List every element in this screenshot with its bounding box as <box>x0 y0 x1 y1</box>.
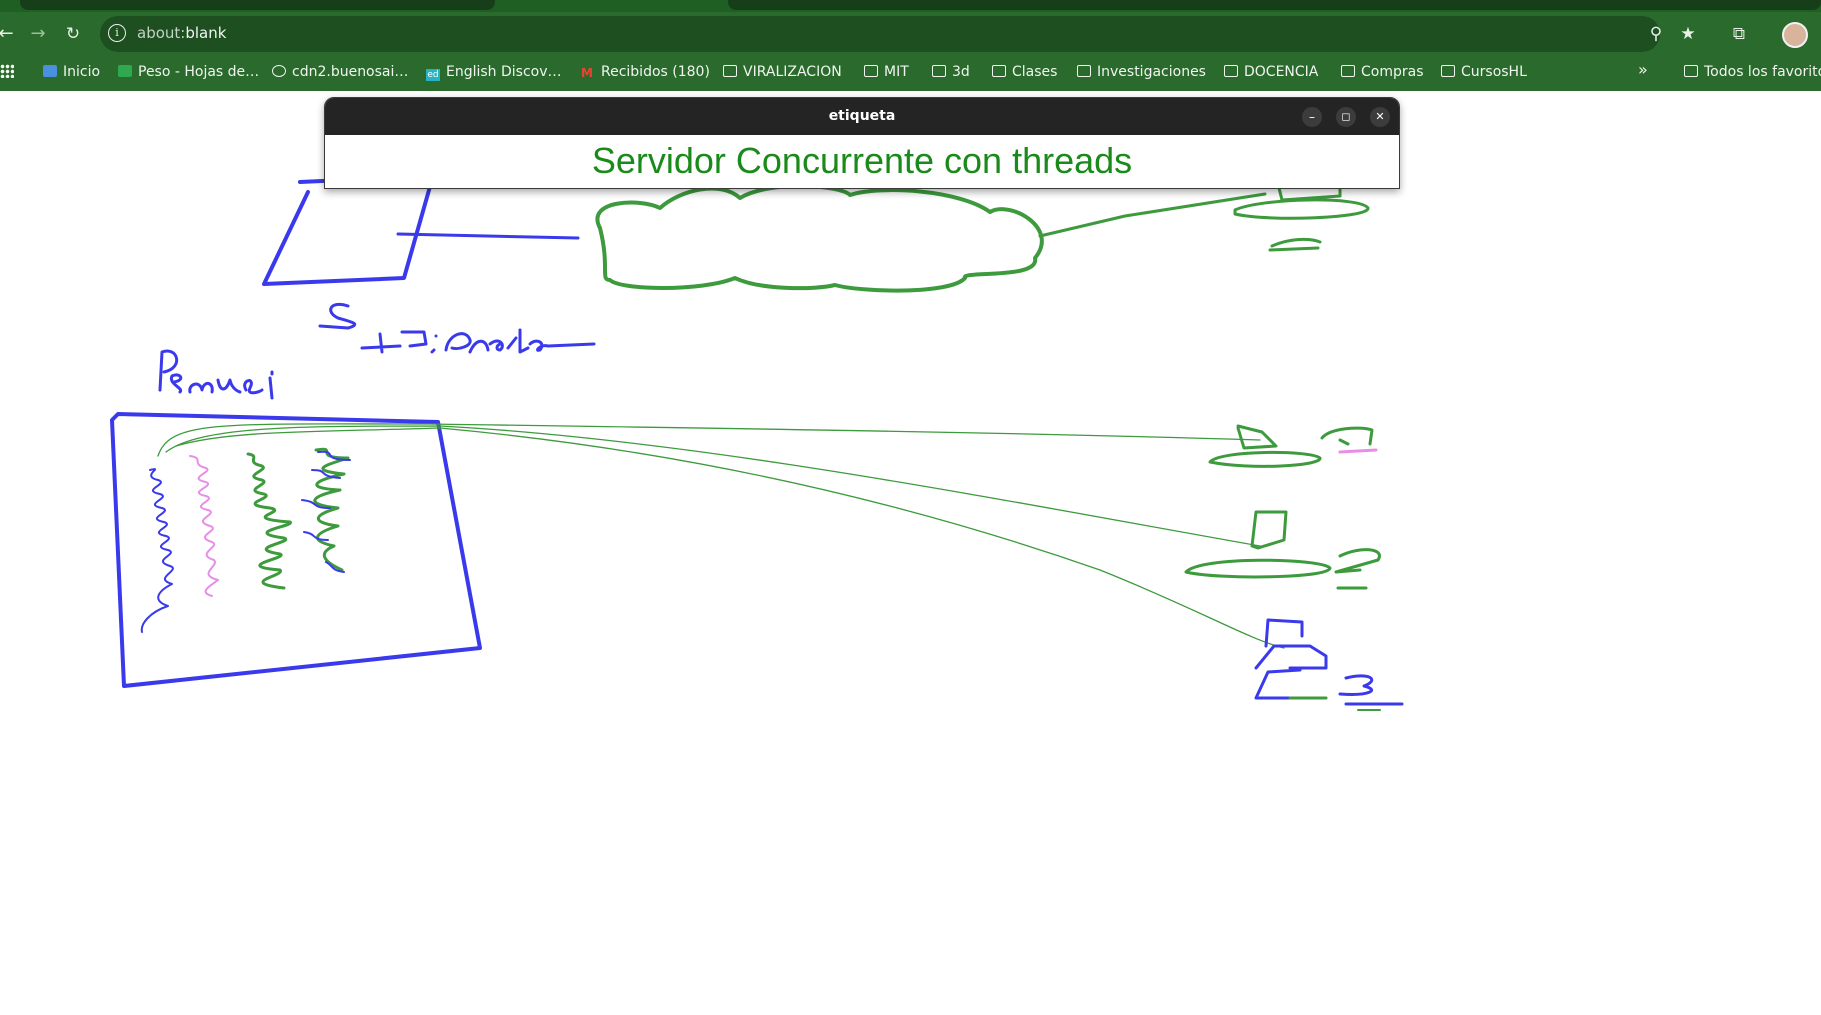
bookmark-cdn2[interactable]: cdn2.buenosai… <box>272 62 408 82</box>
server-box <box>262 174 435 286</box>
client-number-3 <box>1338 674 1374 696</box>
folder-icon <box>1441 65 1455 77</box>
folder-icon <box>1684 65 1698 77</box>
arrow-right-icon[interactable]: → <box>30 23 46 44</box>
globe-icon <box>272 65 286 77</box>
popup-title: etiqueta <box>828 108 896 124</box>
bookmark-label: Compras <box>1361 64 1424 80</box>
network-cloud <box>595 184 1044 293</box>
puzzle-icon[interactable]: ⧉ <box>1732 24 1746 44</box>
address-bar[interactable] <box>100 16 1660 52</box>
popup-window: etiqueta – ◻ ✕ Servidor Concurrente con … <box>324 97 1400 189</box>
bookmark-recibidos[interactable]: M Recibidos (180) <box>581 62 710 82</box>
minimize-button[interactable]: – <box>1302 107 1322 127</box>
bookmarks-bar <box>0 56 1821 91</box>
bookmark-label: Peso - Hojas de… <box>138 64 260 80</box>
folder-icon <box>864 65 878 77</box>
bookmark-label: Clases <box>1012 64 1058 80</box>
ed-icon: ed <box>426 69 440 81</box>
bookmark-label: VIRALIZACION <box>743 64 842 80</box>
bookmark-peso[interactable]: Peso - Hojas de… <box>118 62 259 82</box>
client-computer-1 <box>1236 424 1278 450</box>
inicio-icon <box>43 65 57 77</box>
bookmark-mit[interactable]: MIT <box>864 62 909 82</box>
handwritten-psanei <box>158 349 274 400</box>
close-button[interactable]: ✕ <box>1370 107 1390 127</box>
bookmark-all-favorites[interactable]: Todos los favoritos <box>1684 62 1821 82</box>
zoom-icon[interactable]: ⚲ <box>1649 24 1663 44</box>
bookmark-label: MIT <box>884 64 909 80</box>
thread-scribble-green-1 <box>246 452 292 590</box>
client-computer-2 <box>1250 510 1288 550</box>
client-number-1 <box>1320 426 1374 446</box>
url-path: blank <box>185 24 227 42</box>
folder-icon <box>723 65 737 77</box>
bookmark-label: Todos los favoritos <box>1704 64 1821 80</box>
bookmark-investigaciones[interactable]: Investigaciones <box>1077 62 1206 82</box>
folder-icon <box>1224 65 1238 77</box>
bookmark-viralizacion[interactable]: VIRALIZACION <box>723 62 842 82</box>
bookmark-english[interactable]: ed English Discov… <box>426 62 562 82</box>
bookmark-label: cdn2.buenosai… <box>292 64 409 80</box>
bookmark-label: Inicio <box>63 64 101 80</box>
bookmark-compras[interactable]: Compras <box>1341 62 1424 82</box>
server-link <box>396 232 580 240</box>
maximize-button[interactable]: ◻ <box>1336 107 1356 127</box>
handwritten-ip-puerto <box>360 328 596 354</box>
bookmark-label: English Discov… <box>446 64 562 80</box>
folder-icon <box>1341 65 1355 77</box>
bookmark-label: Recibidos (180) <box>601 64 710 80</box>
cloud-to-client <box>1038 192 1267 238</box>
apps-grid-icon[interactable] <box>0 64 14 78</box>
thread-scribble-pink <box>189 455 219 597</box>
bookmark-cursoshl[interactable]: CursosHL <box>1441 62 1527 82</box>
thread-scribble-green-2 <box>313 447 350 572</box>
gmail-icon: M <box>581 66 593 80</box>
folder-icon <box>992 65 1006 77</box>
handwritten-S <box>318 303 357 330</box>
info-icon[interactable]: i <box>108 24 126 42</box>
bookmark-3d[interactable]: 3d <box>932 62 970 82</box>
folder-icon <box>1077 65 1091 77</box>
folder-icon <box>932 65 946 77</box>
thread-scribble-blue <box>140 468 174 633</box>
arrow-left-icon[interactable]: ← <box>0 23 14 44</box>
url-scheme: about: <box>137 24 186 42</box>
avatar-icon[interactable] <box>1782 22 1808 48</box>
bookmark-clases[interactable]: Clases <box>992 62 1057 82</box>
popup-label-text: Servidor Concurrente con threads <box>591 140 1133 181</box>
connection-client-3 <box>175 427 1285 649</box>
popup-titlebar[interactable] <box>325 98 1399 135</box>
tab[interactable] <box>20 0 495 10</box>
sheets-icon <box>118 65 132 77</box>
star-icon[interactable]: ★ <box>1680 24 1696 44</box>
bookmark-label: CursosHL <box>1461 64 1527 80</box>
tab[interactable] <box>728 0 1821 10</box>
process-panel <box>110 412 482 688</box>
bookmark-docencia[interactable]: DOCENCIA <box>1224 62 1318 82</box>
client-number-2 <box>1334 548 1381 574</box>
bookmarks-overflow-button[interactable]: » <box>1638 60 1648 79</box>
url-text[interactable]: about:blank <box>137 24 226 42</box>
bookmark-inicio[interactable]: Inicio <box>43 62 100 82</box>
client-computer-3 <box>1264 618 1304 648</box>
thread-scribble-blue-2 <box>301 450 351 573</box>
bookmark-label: Investigaciones <box>1097 64 1206 80</box>
connection-client-2 <box>165 425 1261 547</box>
connection-client-1 <box>157 423 1261 457</box>
bookmark-label: 3d <box>952 64 970 80</box>
tab-strip <box>0 0 1821 12</box>
bookmark-label: DOCENCIA <box>1244 64 1319 80</box>
reload-icon[interactable]: ↻ <box>65 24 81 44</box>
